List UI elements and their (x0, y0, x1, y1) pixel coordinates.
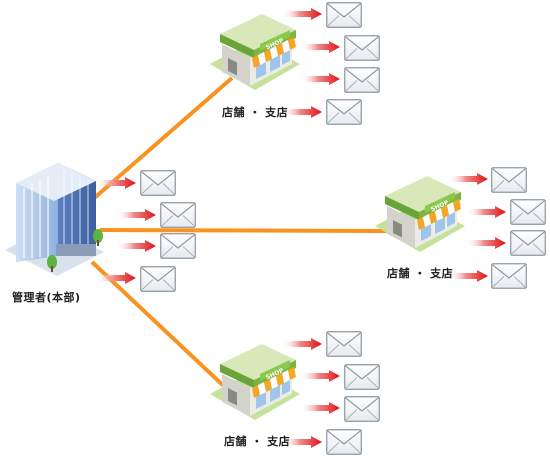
red-arrow-icon (116, 209, 156, 221)
envelope-icon (140, 170, 176, 196)
shop-icon (210, 14, 300, 90)
envelope-icon (510, 199, 546, 225)
store-label-right: 店舗 ・ 支店 (387, 267, 454, 280)
connector-to-store-top (90, 76, 234, 202)
envelope-icon (160, 233, 196, 259)
red-arrow-icon (448, 173, 488, 185)
connector-lines (90, 76, 396, 392)
envelope-icon (344, 35, 380, 61)
red-arrow-icon (116, 240, 156, 252)
envelope-icon (326, 99, 362, 125)
envelope-icon (326, 2, 362, 28)
red-arrow-icon (448, 270, 488, 282)
envelope-icon (491, 167, 527, 193)
store-right-mail-group (448, 167, 546, 289)
envelope-icon (140, 266, 176, 292)
office-building-icon (5, 163, 104, 276)
envelope-icon (344, 396, 380, 422)
envelope-icon (326, 331, 362, 357)
red-arrow-icon (300, 370, 340, 382)
envelope-icon (344, 364, 380, 390)
red-arrow-icon (466, 206, 506, 218)
envelope-icon (344, 67, 380, 93)
envelope-icon (510, 230, 546, 256)
red-arrow-icon (300, 402, 340, 414)
red-arrow-icon (282, 338, 322, 350)
envelope-icon (491, 263, 527, 289)
envelope-icon (160, 202, 196, 228)
envelope-icon (326, 429, 362, 455)
connector-to-store-bottom (90, 260, 230, 392)
store-label-top: 店舗 ・ 支店 (222, 106, 289, 119)
shop-icon (210, 344, 300, 420)
store-label-bottom: 店舗 ・ 支店 (224, 435, 291, 448)
red-arrow-icon (282, 8, 322, 20)
shop-icon (375, 176, 465, 252)
connector-to-store-right (99, 228, 396, 233)
red-arrow-icon (300, 73, 340, 85)
red-arrow-icon (300, 41, 340, 53)
red-arrow-icon (466, 237, 506, 249)
headquarters-label: 管理者(本部) (12, 291, 81, 304)
